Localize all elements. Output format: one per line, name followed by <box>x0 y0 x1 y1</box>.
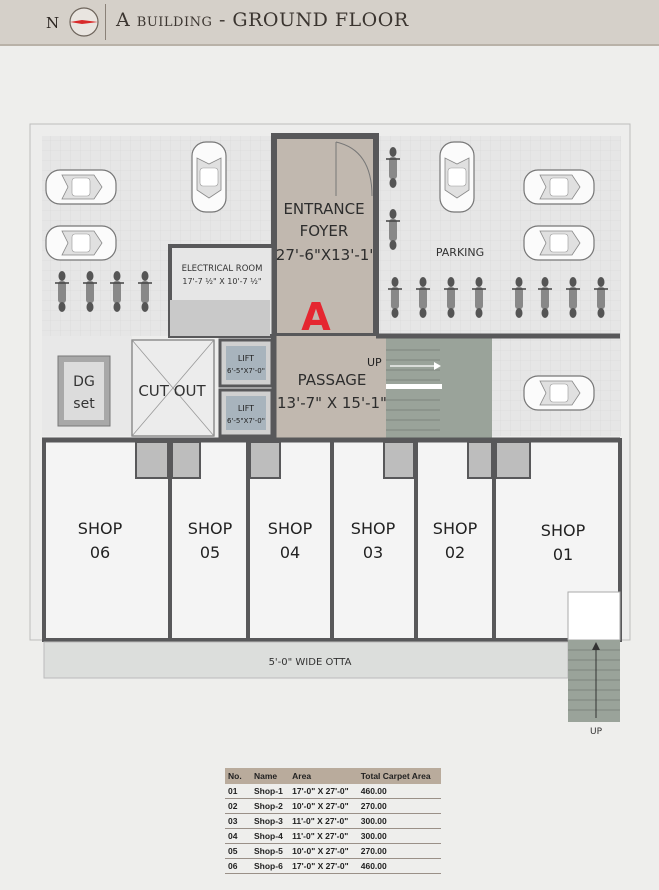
lift-2-label: LIFT <box>238 404 254 413</box>
shop-number: 04 <box>280 543 300 562</box>
passage <box>274 336 386 438</box>
passage-dim: 13'-7" X 15'-1" <box>277 394 387 412</box>
shop-word: SHOP <box>433 519 478 538</box>
building-mark-a: A <box>301 295 331 339</box>
shop-number: 05 <box>200 543 220 562</box>
electrical-room-label: ELECTRICAL ROOM <box>182 264 263 274</box>
dg-label-2: set <box>73 396 95 412</box>
col-header-area: Area <box>289 768 358 784</box>
shop-number: 02 <box>445 543 465 562</box>
dg-label-1: DG <box>73 374 95 390</box>
shop-number: 01 <box>553 545 573 564</box>
cut-out-label: CUT OUT <box>138 382 206 400</box>
entrance-label-2: FOYER <box>300 222 349 240</box>
shop-word: SHOP <box>541 521 586 540</box>
shop-word: SHOP <box>188 519 233 538</box>
car-icon <box>191 141 227 213</box>
parking-label: PARKING <box>436 246 484 259</box>
header-bar: N A BUILDING - GROUND FLOOR <box>0 0 659 46</box>
car-icon <box>439 141 475 213</box>
page-title: A BUILDING - GROUND FLOOR <box>116 9 409 31</box>
compass-label: N <box>46 14 59 32</box>
lift-1-dim: 6'-5"X7'-0" <box>227 367 265 375</box>
entrance-dim: 27'-6"X13'-1" <box>276 246 376 264</box>
steps-up-label: UP <box>590 727 603 737</box>
stair-up-label: UP <box>367 356 382 369</box>
entrance-label-1: ENTRANCE <box>283 200 364 218</box>
shop-number: 06 <box>90 543 110 562</box>
lift-1-label: LIFT <box>238 354 254 363</box>
table-header-row: No. Name Area Total Carpet Area <box>225 768 441 784</box>
col-header-total: Total Carpet Area <box>357 768 441 784</box>
header-divider <box>105 4 106 40</box>
car-icon <box>523 169 595 205</box>
car-icon <box>45 169 117 205</box>
shop-word: SHOP <box>78 519 123 538</box>
shop-word: SHOP <box>268 519 313 538</box>
passage-label: PASSAGE <box>298 371 367 389</box>
col-header-no: No. <box>225 768 251 784</box>
car-icon <box>45 225 117 261</box>
shop-number: 03 <box>363 543 383 562</box>
otta-strip <box>43 641 569 679</box>
compass-icon: N <box>46 7 99 37</box>
car-icon <box>523 375 595 411</box>
otta-label: 5'-0" WIDE OTTA <box>269 657 352 668</box>
entry-steps <box>568 640 620 722</box>
col-header-name: Name <box>251 768 290 784</box>
lift-2-dim: 6'-5"X7'-0" <box>227 417 265 425</box>
car-icon <box>523 225 595 261</box>
shop-word: SHOP <box>351 519 396 538</box>
electrical-room-dim: 17'-7 ½" X 10'-7 ½" <box>182 277 261 286</box>
